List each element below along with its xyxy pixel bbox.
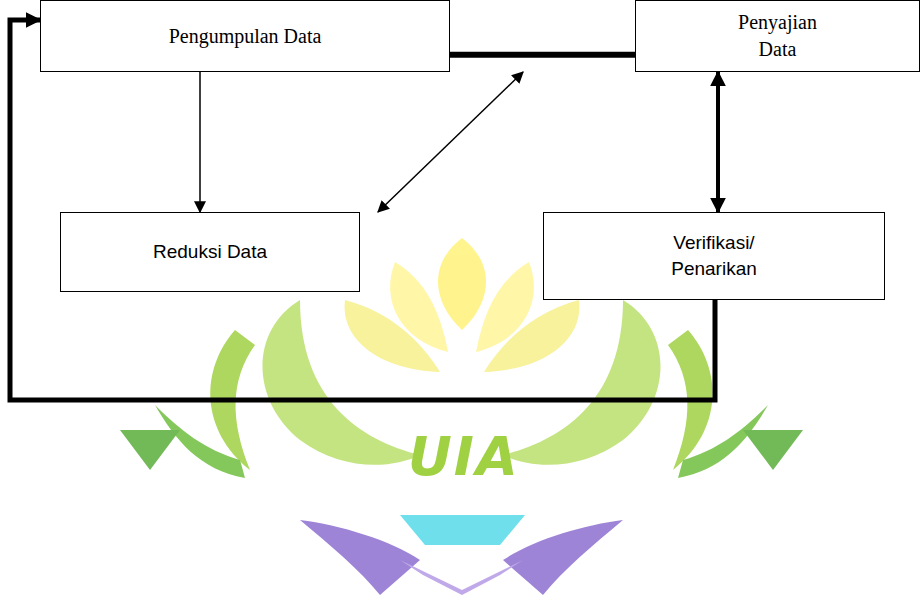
watermark-text: UIA bbox=[408, 425, 520, 488]
box-label: Reduksi Data bbox=[153, 239, 267, 265]
display-box: Penyajian Data bbox=[635, 0, 920, 72]
flow-connector bbox=[10, 20, 715, 400]
flow-connector bbox=[199, 72, 201, 212]
flow-connector bbox=[378, 72, 523, 212]
box-label: Pengumpulan Data bbox=[169, 23, 322, 50]
flow-connector bbox=[716, 72, 720, 212]
collect-box: Pengumpulan Data bbox=[40, 0, 450, 72]
reduce-box: Reduksi Data bbox=[60, 212, 360, 292]
box-label: Verifikasi/ Penarikan bbox=[634, 230, 794, 281]
verify-box: Verifikasi/ Penarikan bbox=[543, 212, 885, 300]
flow-connector bbox=[450, 52, 635, 58]
box-label: Penyajian Data bbox=[723, 9, 833, 63]
